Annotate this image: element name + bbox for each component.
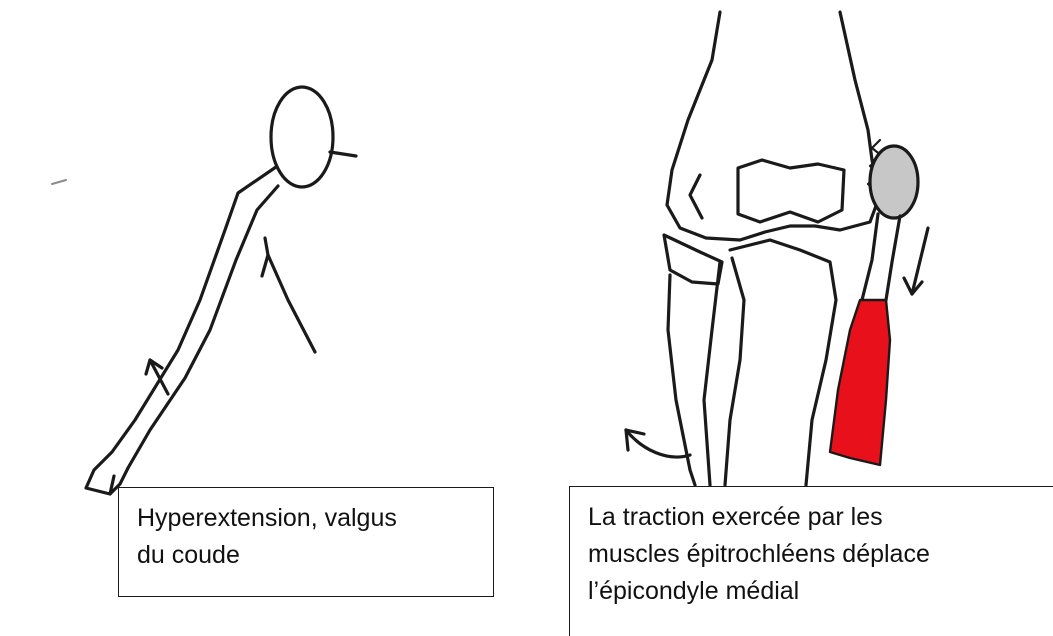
rotation-arrow-icon [626, 430, 690, 457]
caption-left-line2: du coude [137, 537, 493, 574]
figure-leg [265, 238, 315, 352]
figure-arm-outer [86, 167, 276, 494]
radius-head [664, 235, 722, 284]
humerus-capitulum [690, 175, 702, 218]
humerus-trochlea [738, 160, 844, 222]
humerus-outline [667, 12, 880, 240]
figure-leg-inner [262, 255, 268, 276]
caption-right-line1: La traction exercée par les [588, 499, 1053, 536]
tendon-outline [862, 214, 900, 300]
muscle-epitrochlear [830, 300, 890, 465]
ulna-outline [725, 240, 836, 485]
figure-chin-line [330, 152, 356, 156]
epicondyle-fragment [870, 146, 918, 218]
caption-traction: La traction exercée par les muscles épit… [569, 486, 1053, 636]
caption-hyperextension: Hyperextension, valgus du coude [118, 487, 494, 597]
figure-arm-inner [128, 186, 278, 468]
force-arrow-icon [904, 228, 928, 294]
figure-head [271, 87, 333, 187]
radius-outline [668, 262, 720, 485]
caption-right-line2: muscles épitrochléens déplace [588, 536, 1053, 573]
caption-left-line1: Hyperextension, valgus [137, 500, 493, 537]
figure-spark [52, 180, 66, 184]
force-arrow-icon [146, 360, 168, 394]
caption-right-line3: l’épicondyle médial [588, 573, 1053, 610]
stick-figure-icon [52, 87, 356, 494]
